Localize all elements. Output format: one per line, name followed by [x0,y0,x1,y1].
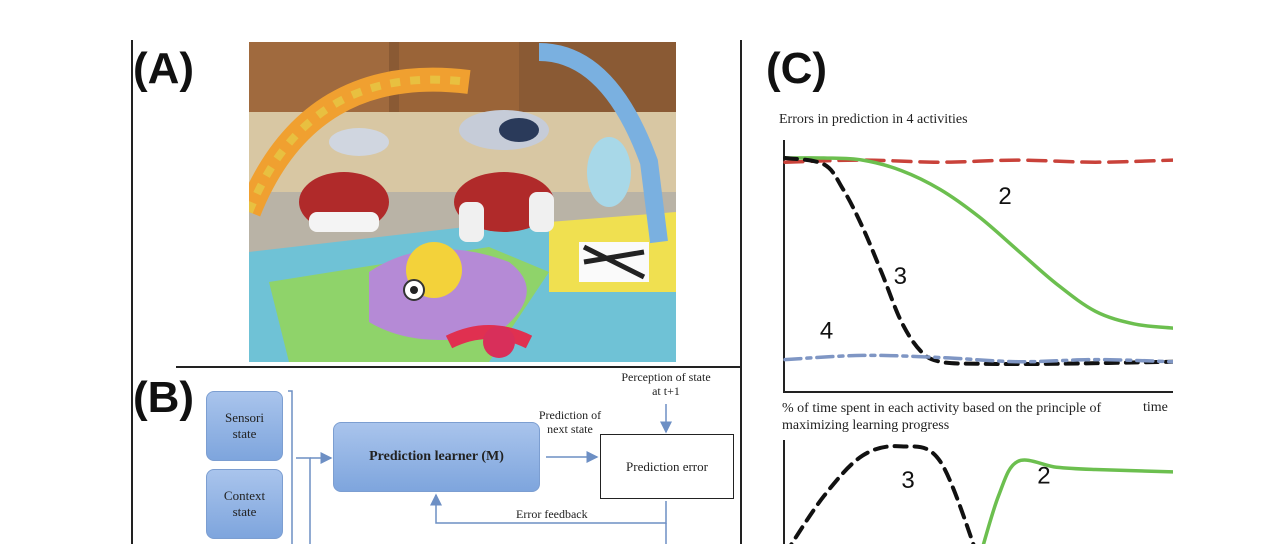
state-bracket-line [288,390,293,544]
chart-1-title: Errors in prediction in 4 activities [779,112,968,127]
panel-divider-vertical [740,40,742,544]
chart-1-xlabel: time [1143,400,1168,415]
panel-divider-horizontal [176,366,741,368]
robot-playmat-photo [249,42,676,362]
chart-1-series-2-line [783,156,1173,330]
context-state-label: Context state [223,488,266,519]
prediction-of-next-state-label: Prediction of next state [538,408,602,436]
state-bracket-line-2 [296,457,311,544]
chart-2-series-2-line [981,458,1173,544]
chart-1-series-3-line [783,156,1173,367]
arrow-error-feedback [430,493,667,524]
sensori-state-label: Sensori state [225,410,264,441]
error-feedback-label: Error feedback [516,507,588,521]
chart-2-series-2-label: 2 [1037,462,1050,489]
sensori-state-box: Sensori state [206,391,283,461]
prediction-error-box: Prediction error [600,434,734,499]
prediction-learner-box: Prediction learner (M) [333,422,540,492]
chart-2-series-3-label: 3 [901,467,914,494]
perception-of-state-label: Perception of state at t+1 [621,370,711,398]
chart-1-svg: 1234 [783,140,1173,393]
panel-label-c: (C) [766,44,828,93]
panel-a-left-border [131,40,133,544]
prediction-learner-label: Prediction learner (M) [369,448,504,464]
panel-label-a: (A) [133,44,195,93]
photo-illustration [249,42,676,362]
chart-1-series-4-label: 4 [820,318,833,345]
prediction-error-label: Prediction error [626,458,708,474]
panel-label-b: (B) [133,373,195,422]
context-state-box: Context state [206,469,283,539]
chart-2-series-3-line [789,444,976,544]
chart-1-series-4-line [783,353,1173,364]
chart-1-series-1-line [783,158,1173,164]
chart-1-series-2-label: 2 [998,183,1011,210]
chart-1-series-3-label: 3 [894,263,907,290]
chart-2-title: % of time spent in each activity based o… [782,401,1102,433]
